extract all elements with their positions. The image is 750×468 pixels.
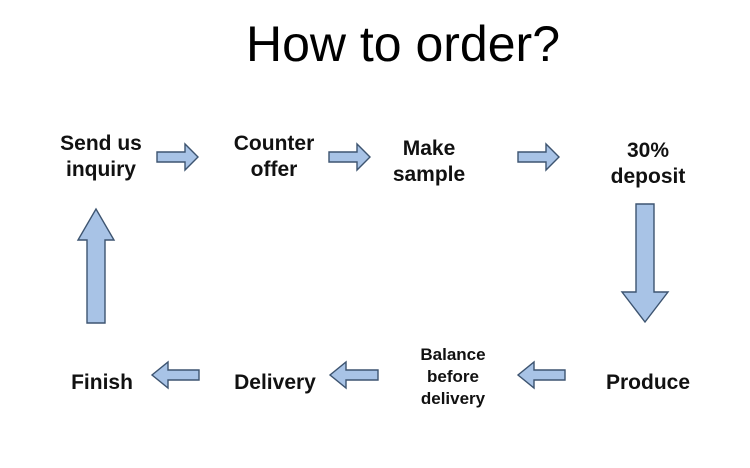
- arrow-down-icon: [620, 203, 670, 324]
- arrow-left-1-icon: [516, 360, 566, 390]
- arrow-right-3-icon: [517, 142, 560, 172]
- arrow-up-icon: [76, 207, 116, 324]
- arrow-left-3-icon: [150, 360, 200, 390]
- step-deposit: 30% deposit: [610, 139, 686, 189]
- arrow-right-2-icon: [328, 142, 371, 172]
- step-delivery: Delivery: [234, 371, 316, 394]
- step-make-sample: Make sample: [392, 137, 466, 187]
- step-send-inquiry: Send us inquiry: [60, 132, 142, 182]
- step-counter-offer: Counter offer: [233, 132, 315, 182]
- page-title: How to order?: [245, 16, 561, 72]
- arrow-left-2-icon: [328, 360, 379, 390]
- step-produce: Produce: [605, 371, 691, 394]
- step-finish: Finish: [71, 371, 133, 394]
- arrow-right-1-icon: [156, 142, 199, 172]
- step-balance: Balance before delivery: [420, 345, 486, 409]
